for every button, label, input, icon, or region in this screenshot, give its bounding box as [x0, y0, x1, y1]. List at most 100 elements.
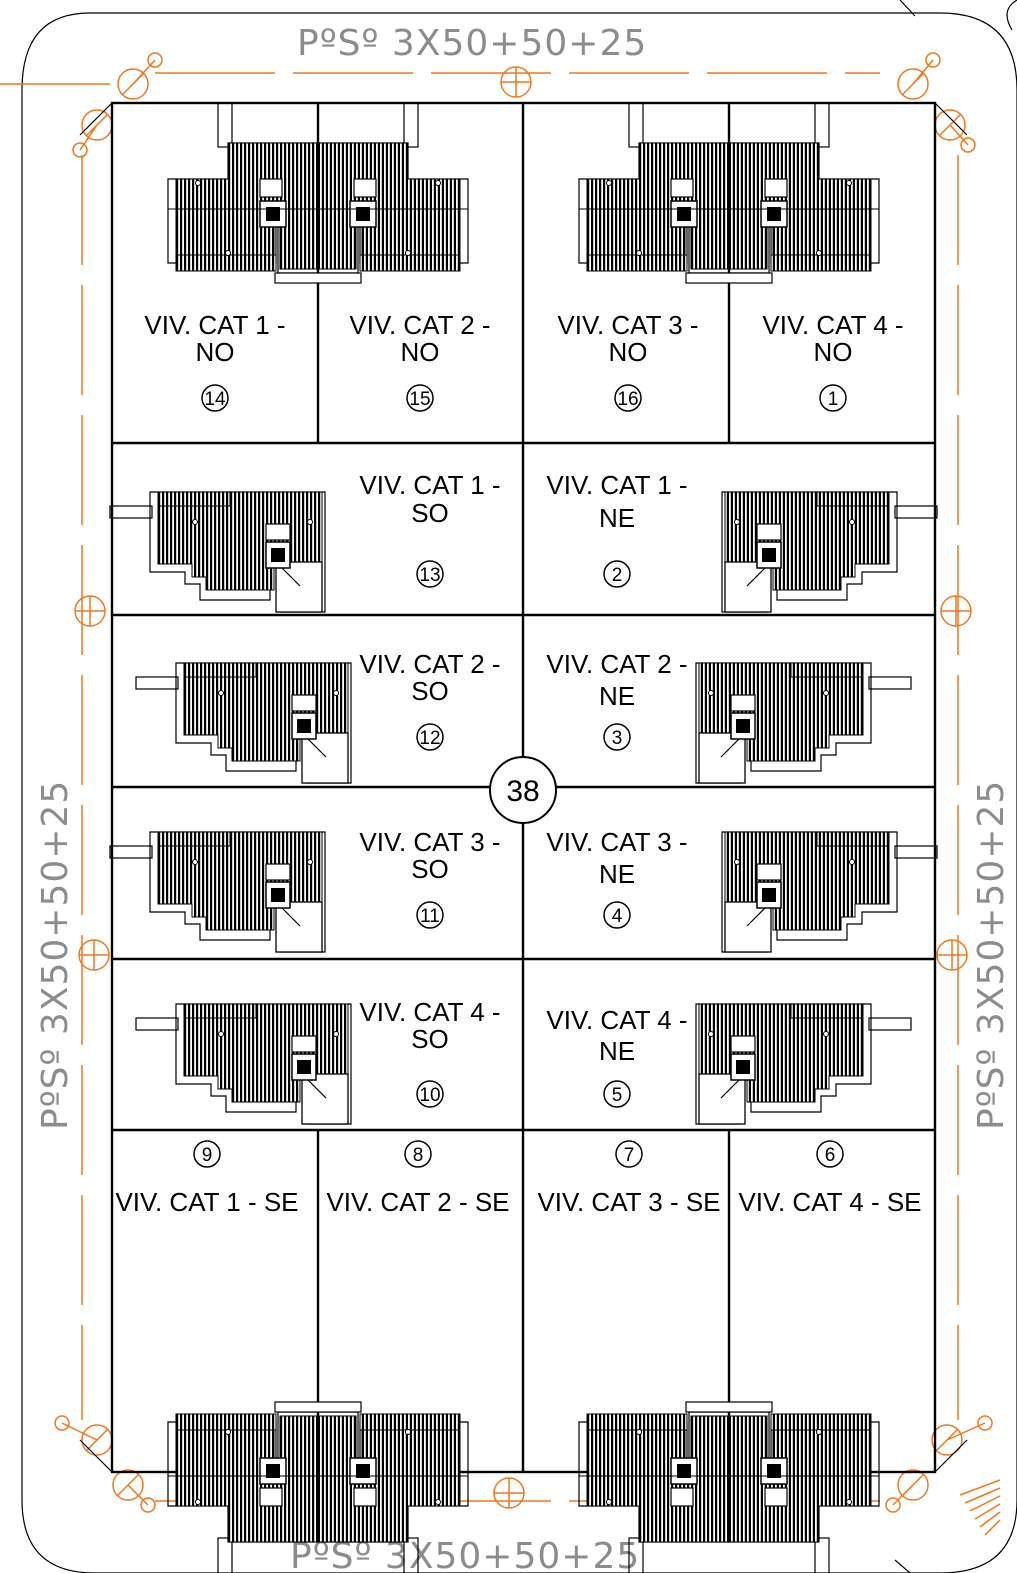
lot-category-label: VIV. CAT 2 - SE [326, 1187, 509, 1217]
cable-label-left: PºSº 3X50+50+25 [35, 780, 76, 1130]
lot-number-circle [416, 1080, 444, 1108]
lot-category-label: VIV. CAT 4 - [359, 997, 500, 1027]
lot-label-6: VIV. CAT 4 - SE 6 [738, 1140, 922, 1217]
lamp-corner-nw-a [117, 52, 163, 100]
lot-number-circle [603, 1080, 631, 1108]
house-lots-9-8 [167, 1401, 469, 1573]
lot-number: 7 [624, 1145, 635, 1166]
lot-category-label: VIV. CAT 2 - [359, 649, 500, 679]
house-lots-7-6 [578, 1401, 880, 1573]
lot-number: 1 [828, 389, 839, 410]
lot-number: 3 [612, 728, 623, 749]
lot-orientation-label: SO [411, 854, 449, 884]
lot-label-16: VIV. CAT 3 -NO 16 [557, 310, 699, 412]
cable-label-top: PºSº 3X50+50+25 [297, 23, 647, 64]
lamp-top-center [500, 66, 532, 98]
lot-number: 11 [420, 906, 440, 927]
lot-category-label: VIV. CAT 4 - SE [738, 1187, 921, 1217]
lamp-corner-se-a [931, 1415, 993, 1456]
lot-category-label: VIV. CAT 4 - [546, 1005, 687, 1035]
lot-label-4: VIV. CAT 3 -NE 4 [546, 827, 688, 929]
street-lamps [54, 52, 1001, 1536]
lot-category-label: VIV. CAT 1 - [144, 310, 285, 340]
lot-label-14: VIV. CAT 1 -NO 14 [144, 310, 286, 412]
lot-label-2: VIV. CAT 1 -NE2 [546, 470, 688, 588]
lot-category-label: VIV. CAT 4 - [762, 310, 903, 340]
lot-number: 9 [202, 1145, 213, 1166]
house-lot-11 [109, 831, 326, 953]
ground-symbol [959, 1479, 1001, 1536]
lamp-corner-sw-b [112, 1469, 156, 1513]
lot-category-label: VIV. CAT 3 - [557, 310, 698, 340]
lot-number: 8 [413, 1145, 424, 1166]
cable-label-right: PºSº 3X50+50+25 [971, 780, 1012, 1130]
lot-number-circle [819, 384, 847, 412]
lamp-corner-sw-a [54, 1415, 113, 1456]
lamp-corner-nw-b [72, 109, 113, 158]
lot-number-circle [614, 384, 642, 412]
lot-number-circle [201, 384, 229, 412]
lot-number: 12 [419, 728, 440, 749]
houses [109, 102, 938, 1573]
lot-label-9: VIV. CAT 1 - SE 9 [115, 1140, 299, 1217]
lot-label-8: VIV. CAT 2 - SE 8 [326, 1140, 510, 1217]
lamp-corner-ne-b [934, 109, 976, 153]
lot-number-circle [416, 560, 444, 588]
lot-number-circle [816, 1140, 844, 1168]
lot-number: 16 [617, 389, 638, 410]
lot-category-label: VIV. CAT 1 - SE [115, 1187, 298, 1217]
street-boundary [21, 12, 1017, 1573]
lot-orientation-label: NO [196, 337, 235, 367]
lot-number: 5 [612, 1085, 623, 1106]
house-lot-13 [109, 491, 326, 613]
lot-number-circle [615, 1140, 643, 1168]
lot-label-10: VIV. CAT 4 -SO 10 [359, 997, 501, 1108]
lot-number: 15 [409, 389, 430, 410]
lot-orientation-label: NO [609, 337, 648, 367]
lot-orientation-label: NE [599, 681, 635, 711]
lamp-bottom-center [493, 1477, 525, 1509]
lot-number-circle [603, 901, 631, 929]
power-cable [0, 72, 959, 1502]
lot-orientation-label: NO [401, 337, 440, 367]
lot-number-circle [406, 384, 434, 412]
lot-number-circle [193, 1140, 221, 1168]
house-lot-12 [135, 662, 352, 784]
house-lot-5 [695, 1003, 912, 1125]
lot-orientation-label: NE [599, 859, 635, 889]
lot-orientation-label: NE [599, 503, 635, 533]
lamp-left-lower [78, 939, 110, 971]
lot-label-1: VIV. CAT 4 -NO1 [762, 310, 904, 412]
lamp-corner-se-b [885, 1469, 929, 1513]
house-lot-10 [135, 1003, 352, 1125]
lamp-corner-ne-a [897, 52, 941, 100]
lot-number-circle [404, 1140, 432, 1168]
house-lot-2 [721, 491, 938, 613]
lot-label-5: VIV. CAT 4 -NE 5 [546, 1005, 688, 1108]
lot-number: 4 [612, 906, 623, 927]
lot-orientation-label: SO [411, 1024, 449, 1054]
lot-category-label: VIV. CAT 3 - [546, 827, 687, 857]
lot-lines [112, 103, 935, 1472]
lot-number-circle [416, 901, 444, 929]
lot-number: 10 [419, 1085, 440, 1106]
house-lot-4 [721, 831, 938, 953]
lot-number-circle [603, 560, 631, 588]
lot-orientation-label: NE [599, 1036, 635, 1066]
lot-number-circle [603, 723, 631, 751]
house-lots-16-1 [578, 102, 880, 284]
block-number-marker: 38 [489, 756, 557, 824]
lamp-right-upper [940, 595, 972, 627]
lot-number: 14 [204, 389, 226, 410]
lot-orientation-label: SO [411, 498, 449, 528]
lot-number: 6 [825, 1145, 836, 1166]
block-number: 38 [506, 775, 539, 808]
lot-category-label: VIV. CAT 2 - [546, 649, 687, 679]
lamp-right-lower [936, 939, 968, 971]
lot-category-label: VIV. CAT 2 - [349, 310, 490, 340]
